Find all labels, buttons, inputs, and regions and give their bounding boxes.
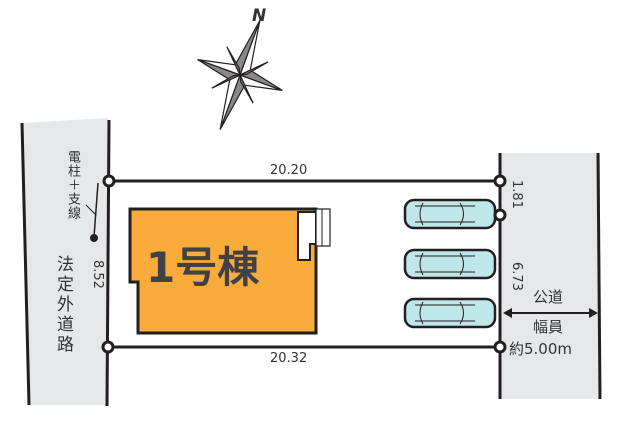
boundary-marker xyxy=(493,340,507,354)
compass-north-label: N xyxy=(252,6,267,26)
dimension-right-upper: 1.81 xyxy=(509,180,524,209)
car-icon xyxy=(403,248,497,280)
pole-leader xyxy=(85,204,97,216)
building-label: 1号棟 xyxy=(146,243,260,292)
road-width-value: 約5.00m xyxy=(509,340,573,358)
boundary-markers xyxy=(101,174,507,354)
boundary-marker xyxy=(101,340,115,354)
road-width-label: 幅員 xyxy=(533,318,564,336)
compass-icon xyxy=(197,20,283,130)
boundary-marker xyxy=(102,174,116,188)
pole-guy-wire xyxy=(93,182,99,238)
road-label: 公道 xyxy=(533,288,564,306)
left-road-label: 法定外道路 xyxy=(53,255,73,355)
dimension-left: 8.52 xyxy=(90,260,105,289)
boundary-marker xyxy=(493,174,507,188)
left-road xyxy=(22,118,108,405)
arrow-head-right xyxy=(589,308,598,318)
dimension-top: 20.20 xyxy=(270,163,308,178)
right-road-edge xyxy=(596,152,602,400)
utility-pole-icon xyxy=(90,234,98,242)
dimension-bottom: 20.32 xyxy=(270,351,308,366)
entry-steps xyxy=(315,208,331,247)
pole-label: 電柱＋支線 xyxy=(65,150,80,220)
right-road xyxy=(500,153,600,399)
car-icon xyxy=(403,297,497,329)
left-lot-boundary xyxy=(105,119,111,407)
dimension-right-lower: 6.73 xyxy=(509,262,524,291)
arrow-head-left xyxy=(503,308,512,318)
car-icon xyxy=(403,198,497,230)
left-road-edge xyxy=(20,122,31,406)
boundary-marker xyxy=(493,208,507,222)
